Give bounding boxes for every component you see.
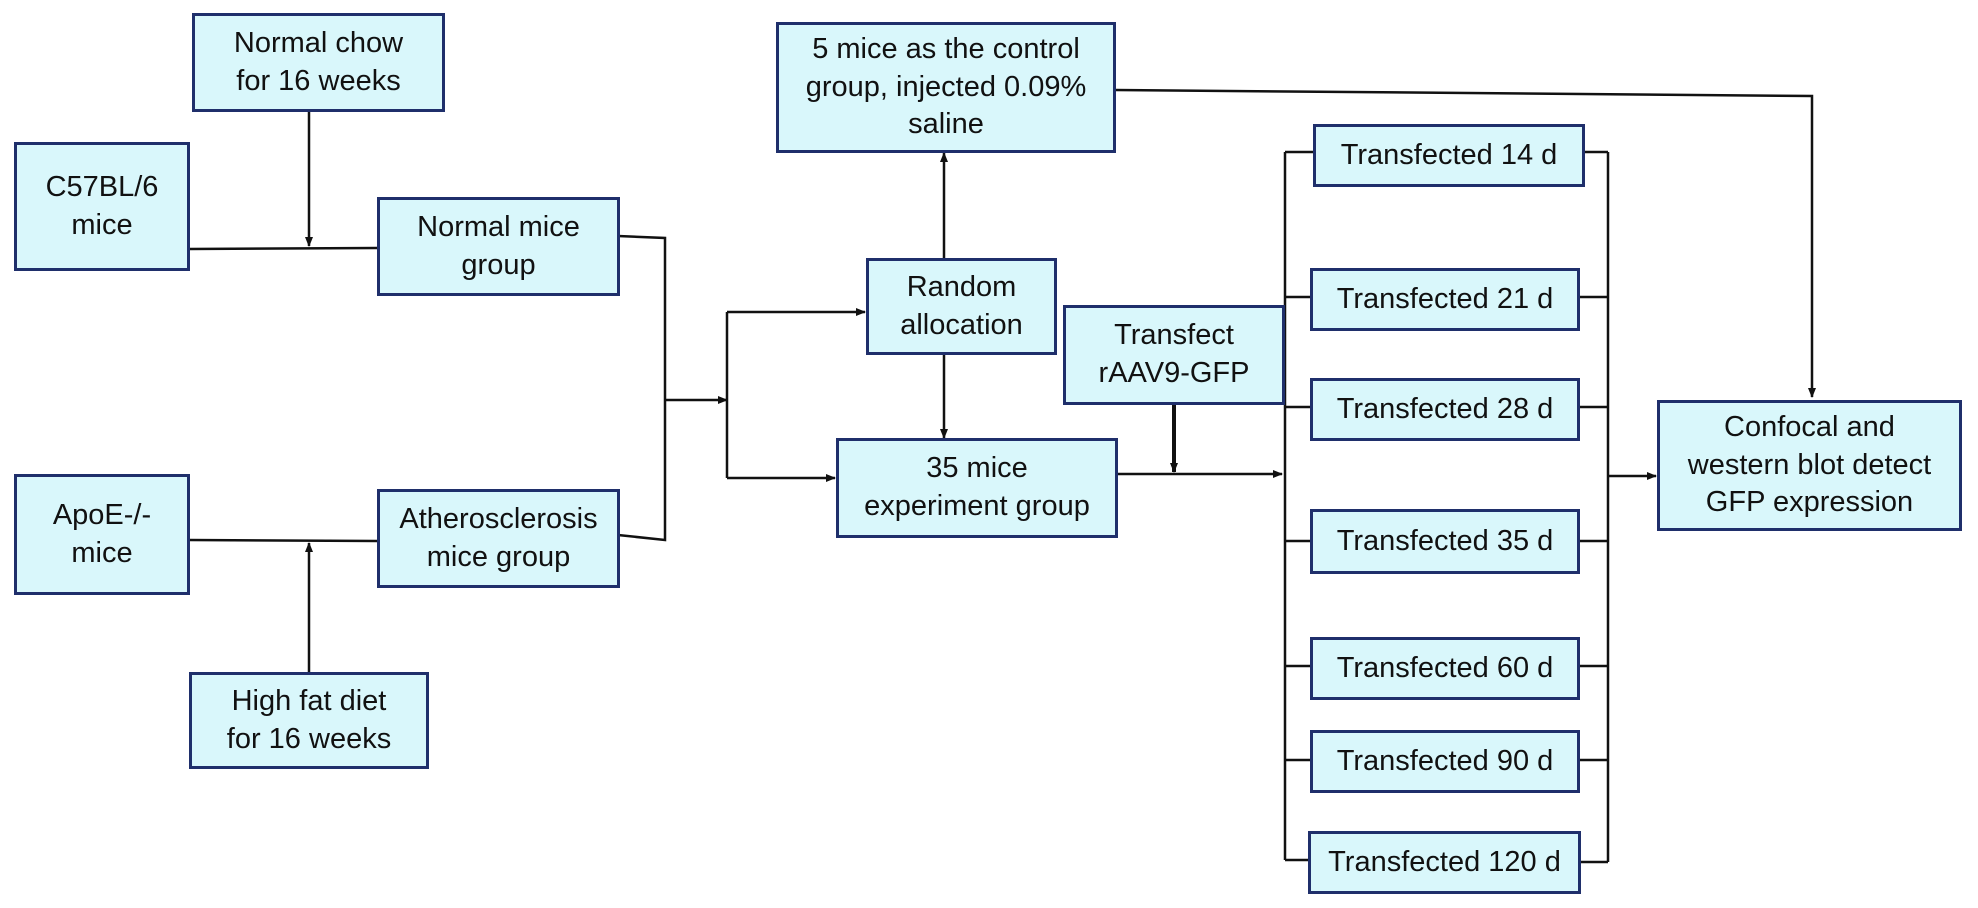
transfect-rAAV9-GFP-box: Transfect rAAV9-GFP bbox=[1063, 305, 1285, 405]
transfected-120-d-box: Transfected 120 d bbox=[1308, 831, 1581, 894]
normal-mice-group-box: Normal mice group bbox=[377, 197, 620, 296]
apoe-mice-box: ApoE-/- mice bbox=[14, 474, 190, 595]
transfected-35-d-box: Transfected 35 d bbox=[1310, 509, 1580, 574]
transfected-21-d-box: Transfected 21 d bbox=[1310, 268, 1580, 331]
experiment-group-box: 35 mice experiment group bbox=[836, 438, 1118, 538]
transfected-90-d-box: Transfected 90 d bbox=[1310, 730, 1580, 793]
athero-group-merge-line bbox=[617, 400, 667, 542]
control-group-box: 5 mice as the control group, injected 0.… bbox=[776, 22, 1116, 153]
high-fat-diet-box: High fat diet for 16 weeks bbox=[189, 672, 429, 769]
transfected-60-d-box: Transfected 60 d bbox=[1310, 637, 1580, 700]
confocal-western-blot-box: Confocal and western blot detect GFP exp… bbox=[1657, 400, 1962, 531]
normal-group-merge-line bbox=[617, 234, 667, 400]
transfected-28-d-box: Transfected 28 d bbox=[1310, 378, 1580, 441]
random-allocation-box: Random allocation bbox=[866, 258, 1057, 355]
atherosclerosis-mice-group-box: Atherosclerosis mice group bbox=[377, 489, 620, 588]
control-to-confocal-line bbox=[1114, 88, 1816, 398]
c57-mice-box: C57BL/6 mice bbox=[14, 142, 190, 271]
c57-to-normal-group-line bbox=[188, 246, 378, 251]
normal-chow-box: Normal chow for 16 weeks bbox=[192, 13, 445, 112]
apoe-to-athero-group-line bbox=[188, 538, 378, 543]
transfected-14-d-box: Transfected 14 d bbox=[1313, 124, 1585, 187]
